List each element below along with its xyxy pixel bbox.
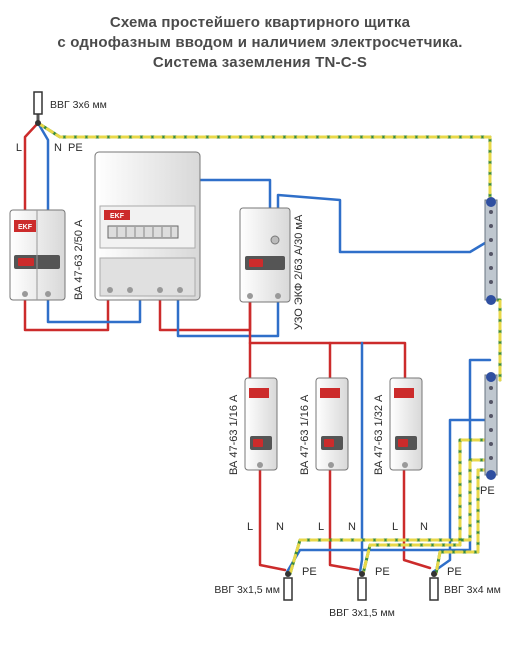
main-breaker-brand: EKF	[18, 224, 33, 231]
brand-logo	[14, 220, 36, 232]
wire-pe-g2-yellow	[361, 438, 492, 576]
electricity-meter: EKF	[94, 151, 201, 301]
pe-bus-label: PE	[480, 485, 495, 497]
wire-g3-L-out	[402, 468, 432, 570]
group-breaker-3: ВА 47-63 1/32 А L N	[373, 377, 428, 533]
wires	[23, 111, 502, 576]
g1-L-label: L	[247, 521, 253, 533]
rcd-device: УЗО ЭКФ 2/63 А/30 мА	[239, 207, 305, 330]
wire-input-PE-yellow	[36, 121, 492, 202]
wire-meter-rcd-N	[176, 298, 280, 338]
wire-rcd-N-bus	[276, 193, 492, 254]
g1-N-label: N	[276, 521, 284, 533]
output-cable-2: ВВГ 3х1,5 мм PE	[329, 566, 395, 619]
g2-L-label: L	[318, 521, 324, 533]
input-cable-label: ВВГ 3х6 мм	[50, 99, 107, 111]
input-cable: ВВГ 3х6 мм L N PE	[16, 91, 107, 154]
n-busbar	[484, 197, 498, 305]
output-cable-1-pe: PE	[302, 566, 317, 578]
title-line-1: Схема простейшего квартирного щитка	[109, 14, 411, 31]
wire-pe-g1-yellow	[288, 458, 492, 576]
g2-N-label: N	[348, 521, 356, 533]
group-breaker-2: ВА 47-63 1/16 А L N	[299, 377, 356, 533]
meter-display	[107, 225, 179, 239]
group-breaker-2-label: ВА 47-63 1/16 А	[299, 394, 311, 475]
main-breaker-label: ВА 47-63 2/50 А	[73, 219, 85, 300]
output-cable-2-label: ВВГ 3х1,5 мм	[329, 607, 395, 619]
wire-mb-meter-L	[23, 298, 110, 332]
wire-input-N	[36, 121, 50, 212]
group-breaker-3-label: ВА 47-63 1/32 А	[373, 394, 385, 475]
output-cable-2-pe: PE	[375, 566, 390, 578]
meter-brand: EKF	[110, 213, 125, 220]
output-cable-1: ВВГ 3х1,5 мм PE	[214, 566, 317, 601]
wire-g2-L-out	[328, 468, 360, 572]
output-cable-3: ВВГ 3х4 мм PE	[429, 566, 501, 601]
output-cable-3-pe: PE	[447, 566, 462, 578]
group-breaker-1-label: ВА 47-63 1/16 А	[228, 394, 240, 475]
main-breaker: EKF ВА 47-63 2/50 А	[9, 209, 85, 301]
wire-g2-N-out	[358, 341, 364, 574]
wire-g1-L-out	[258, 468, 287, 572]
rcd-test-button	[270, 235, 280, 245]
wire-meter-rcd-L	[158, 298, 252, 332]
input-wire-L-label: L	[16, 142, 22, 154]
wire-pe-bus-link-yellow	[488, 298, 502, 382]
wire-rcd-L-bus	[248, 300, 407, 380]
group-breaker-1: ВА 47-63 1/16 А L N	[228, 377, 284, 533]
input-wire-N-label: N	[54, 142, 62, 154]
brand-logo	[104, 210, 130, 220]
output-cable-3-label: ВВГ 3х4 мм	[444, 584, 501, 596]
output-cable-1-label: ВВГ 3х1,5 мм	[214, 584, 280, 596]
title-line-3: Система заземления TN-C-S	[152, 54, 368, 71]
rcd-label: УЗО ЭКФ 2/63 А/30 мА	[293, 214, 305, 330]
g3-L-label: L	[392, 521, 398, 533]
title-line-2: с однофазным вводом и наличием электросч…	[57, 34, 463, 51]
input-wire-PE-label: PE	[68, 142, 83, 154]
pe-busbar: PE	[480, 372, 498, 497]
wire-input-L	[23, 121, 40, 212]
wire-g3-N-out	[431, 418, 492, 574]
wire-mb-meter-N	[46, 298, 142, 324]
wire-pe-g3-yellow	[434, 468, 492, 576]
g3-N-label: N	[420, 521, 428, 533]
